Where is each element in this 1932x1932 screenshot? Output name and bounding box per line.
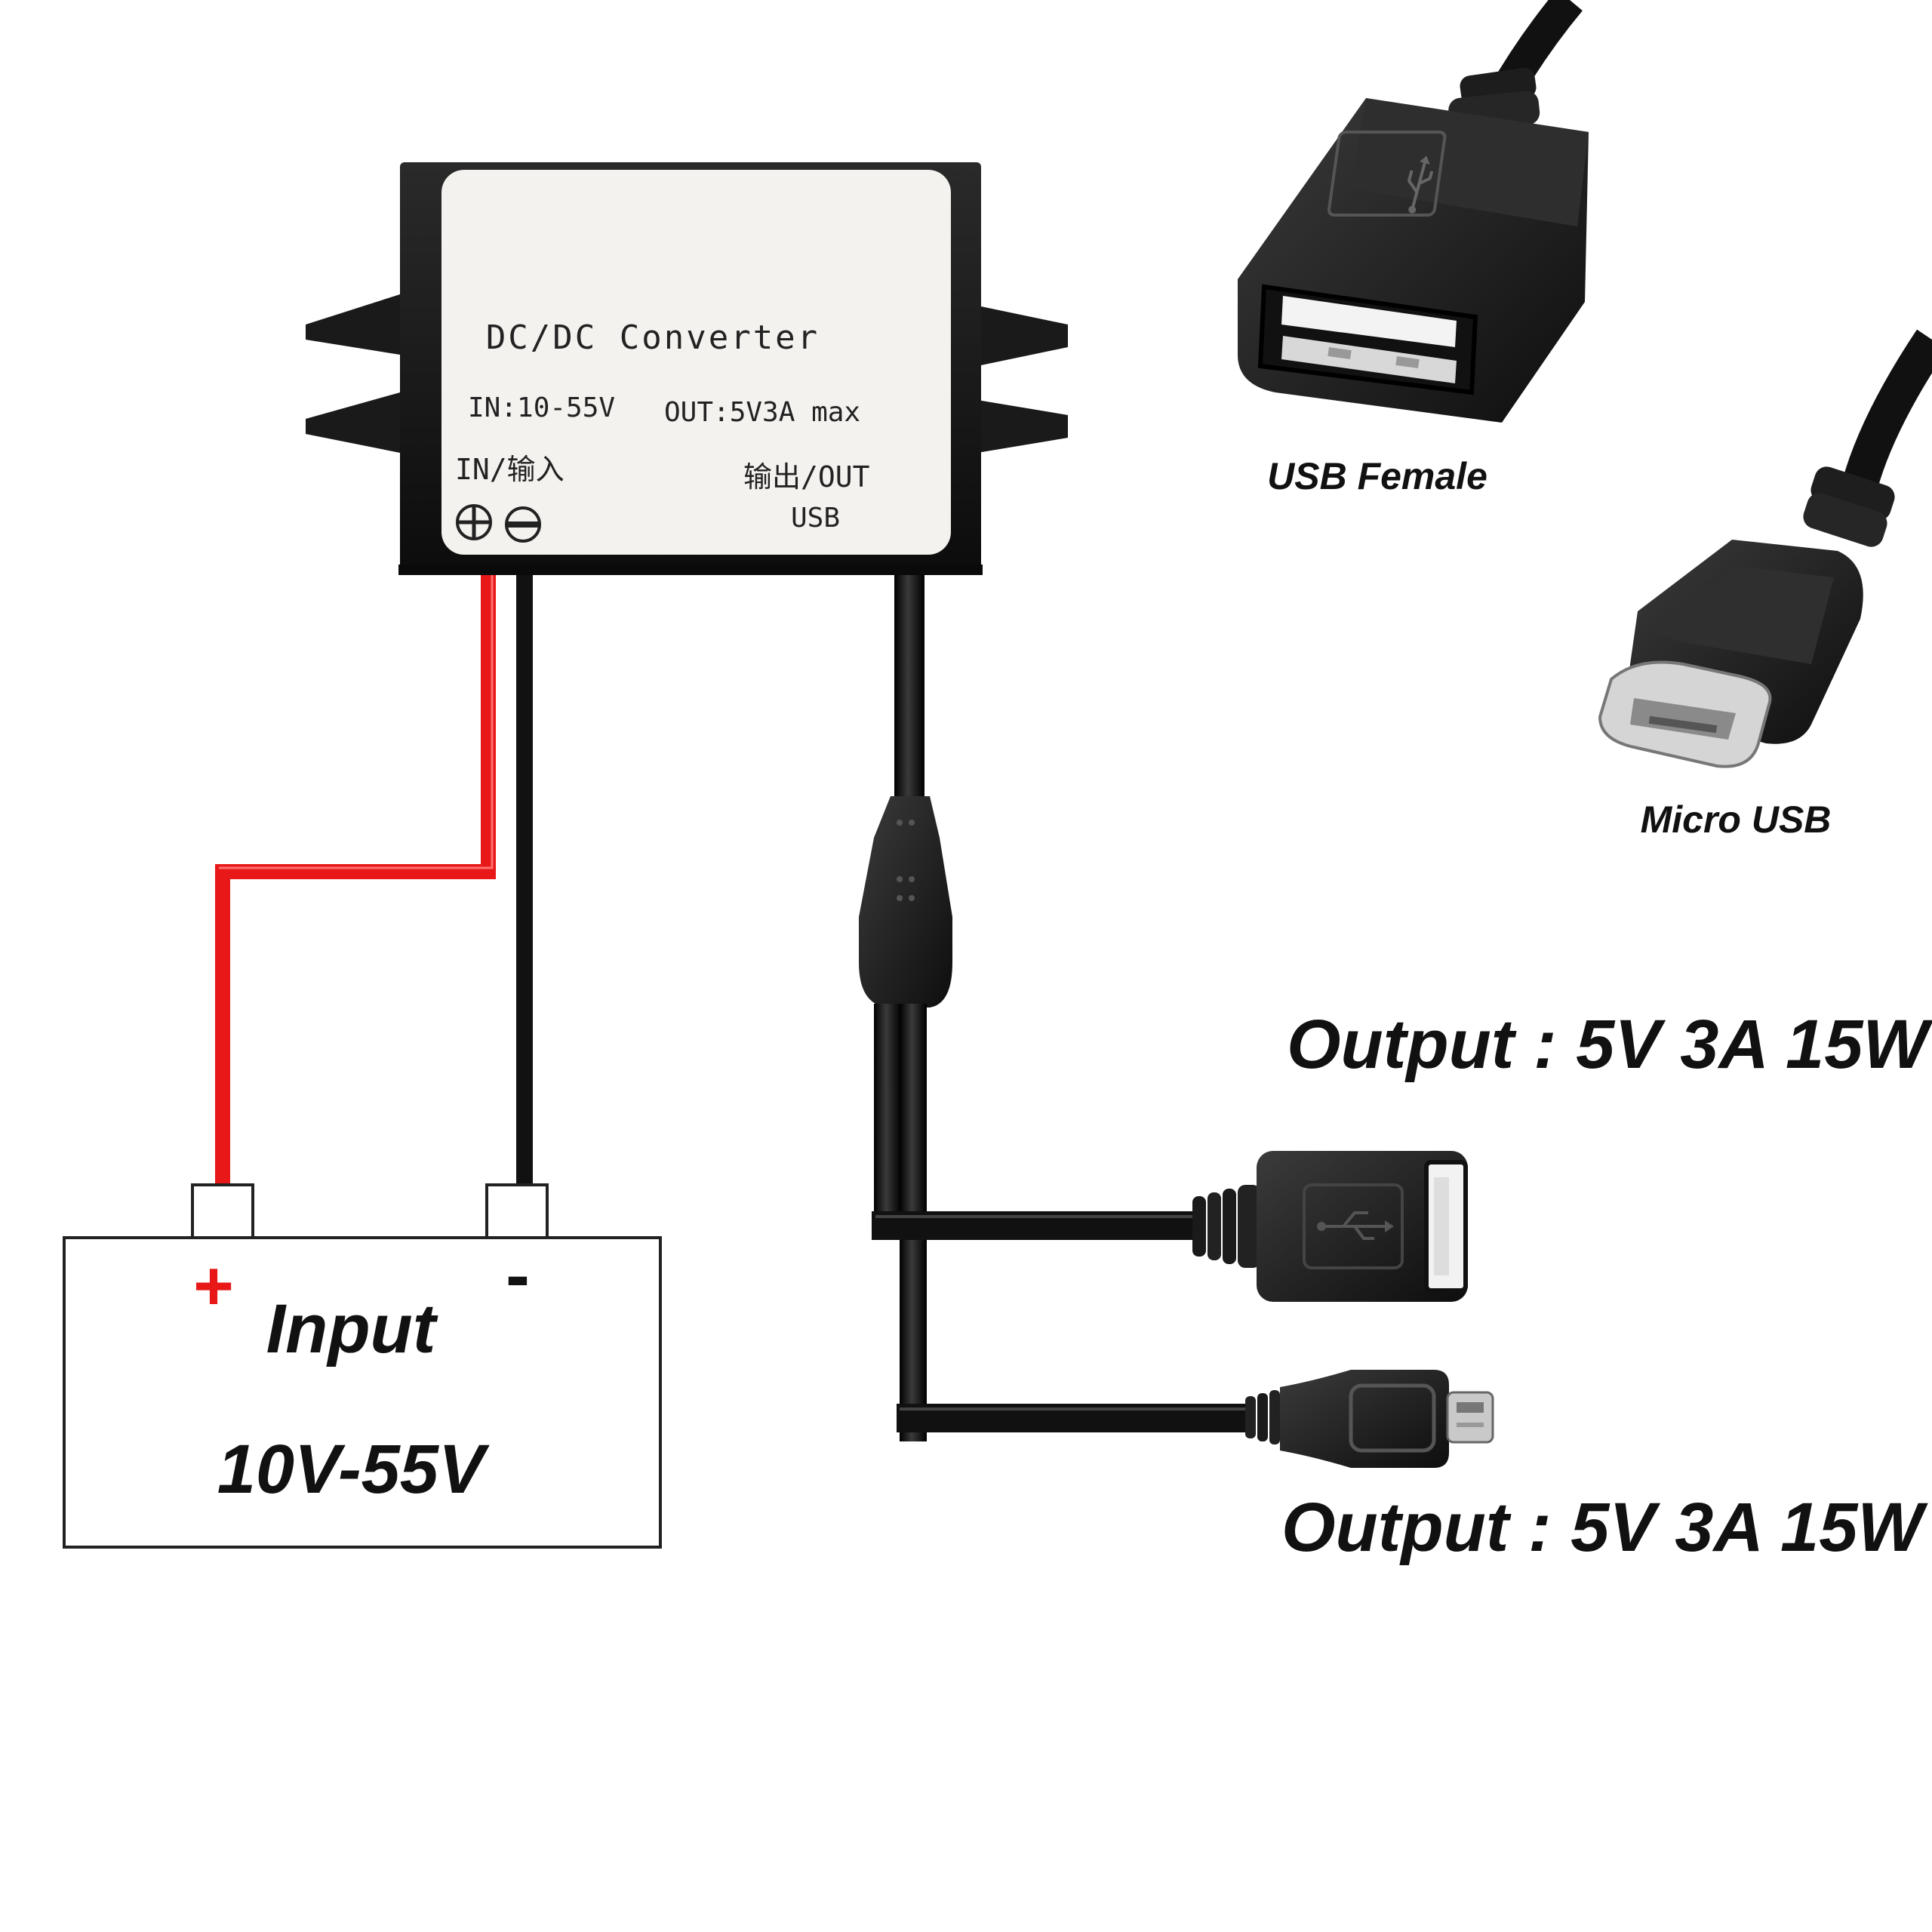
converter-title: DC/DC Converter bbox=[486, 318, 820, 357]
usb-female-output-text: Output : 5V 3A 15W bbox=[1287, 1006, 1932, 1083]
branch-cable-a bbox=[874, 1004, 901, 1232]
positive-wire-highlight bbox=[219, 575, 494, 869]
usb-female-connector-wired bbox=[1192, 1151, 1468, 1302]
converter-base bbox=[398, 565, 983, 575]
output-cable bbox=[859, 575, 1251, 1441]
negative-terminal bbox=[485, 1183, 549, 1239]
left-mounting-ear bbox=[306, 294, 400, 355]
positive-terminal bbox=[191, 1183, 254, 1239]
input-title: Input bbox=[266, 1291, 438, 1367]
cable-splitter bbox=[859, 796, 952, 1008]
micro-usb-detail bbox=[1598, 329, 1932, 768]
output-spec: OUT:5V3A max bbox=[664, 397, 860, 428]
micro-usb-connector-wired bbox=[1245, 1370, 1494, 1468]
input-source-box: + - Input 10V-55V bbox=[63, 1183, 662, 1549]
micro-usb-output-text: Output : 5V 3A 15W bbox=[1281, 1489, 1928, 1566]
micro-usb-plug bbox=[1446, 1391, 1494, 1444]
input-spec: IN:10-55V bbox=[468, 392, 615, 423]
output-type: USB bbox=[791, 503, 840, 534]
positive-wire bbox=[215, 575, 496, 1185]
input-wires bbox=[215, 575, 533, 1185]
dc-dc-converter: DC/DC Converter IN:10-55V OUT:5V3A max I… bbox=[306, 162, 1068, 575]
output-cable-upper bbox=[894, 575, 924, 801]
minus-terminal-icon bbox=[505, 506, 541, 543]
right-mounting-ear-lower bbox=[977, 400, 1068, 453]
plus-terminal-icon bbox=[456, 504, 492, 540]
input-minus-sign: - bbox=[506, 1235, 530, 1315]
usb-female-detail bbox=[1238, 0, 1589, 423]
micro-usb-caption: Micro USB bbox=[1641, 798, 1832, 841]
strain-relief-rings bbox=[1192, 1185, 1260, 1268]
input-plus-sign: + bbox=[193, 1247, 234, 1324]
usb-symbol-icon bbox=[1407, 155, 1434, 214]
input-label: IN/输入 bbox=[455, 453, 565, 486]
micro-usb-housing bbox=[1280, 1370, 1449, 1468]
usb-symbol-icon bbox=[1317, 1211, 1394, 1240]
input-range: 10V-55V bbox=[217, 1431, 490, 1508]
right-mounting-ear bbox=[977, 306, 1068, 366]
output-label: 输出/OUT bbox=[743, 460, 870, 494]
input-box-outline bbox=[63, 1236, 662, 1549]
left-mounting-ear-lower bbox=[306, 392, 400, 453]
usb-female-caption: USB Female bbox=[1267, 455, 1487, 497]
label-plate bbox=[441, 170, 951, 555]
